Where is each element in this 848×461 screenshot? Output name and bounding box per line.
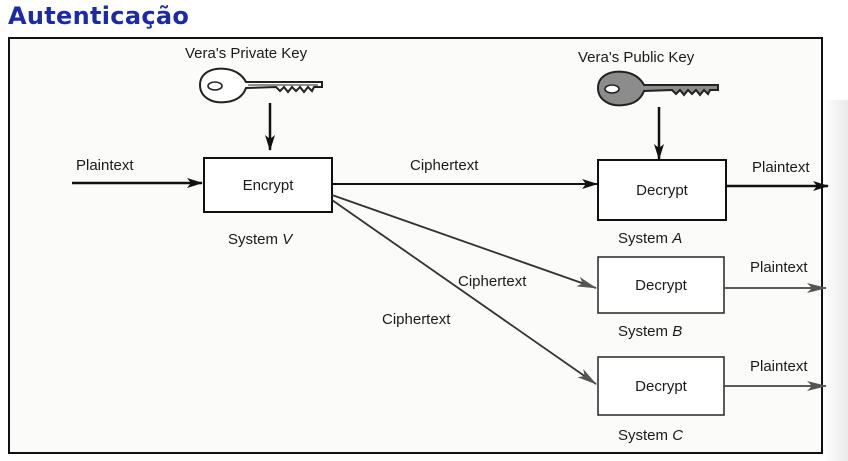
encrypt-box [203,157,333,213]
system-v-label: System V [228,231,294,248]
cipher-label-b: Ciphertext [458,273,527,290]
cipher-label-a: Ciphertext [410,157,479,174]
system-c-label: System C [618,427,683,444]
decrypt-label-b: Decrypt [635,277,688,294]
output-plaintext-c: Plaintext [750,358,808,375]
private-key-icon [198,67,323,104]
system-a-label: System A [618,230,682,247]
cipher-arrow-c [331,199,597,385]
decrypt-box-b [597,256,725,314]
system-b-label: System B [618,323,682,340]
slide-title: Autenticação [8,2,190,30]
cipher-arrow-b [331,194,597,289]
decrypt-box-a [597,159,727,221]
decrypt-label-c: Decrypt [635,378,688,395]
private-key-label: Vera's Private Key [185,45,308,62]
cipher-label-c: Ciphertext [382,311,451,328]
encrypt-label: Encrypt [243,177,295,194]
input-plaintext-label: Plaintext [76,157,134,174]
output-plaintext-b: Plaintext [750,259,808,276]
public-key-icon [596,70,719,107]
output-plaintext-a: Plaintext [752,159,810,176]
public-key-label: Vera's Public Key [578,49,695,66]
scan-edge [823,100,848,461]
decrypt-label-a: Decrypt [636,182,689,199]
